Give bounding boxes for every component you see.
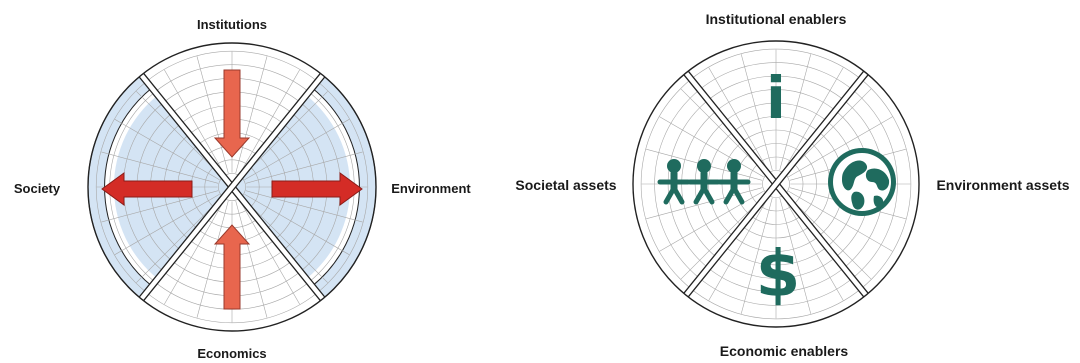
right-wheel-diagram: i $ Institutional enablers Economic enab… [515, 11, 1069, 359]
label-institutions: Institutions [197, 17, 267, 32]
left-sector-dividers [138, 72, 326, 302]
people-icon [657, 159, 751, 205]
label-economics: Economics [197, 346, 266, 361]
label-society: Society [14, 181, 61, 196]
svg-text:i: i [766, 64, 786, 132]
label-societal-assets: Societal assets [515, 177, 616, 193]
dollar-icon: $ [756, 238, 801, 312]
environment-arrow [271, 172, 363, 206]
person-figure [687, 159, 721, 205]
globe-icon [828, 148, 896, 216]
society-arrow [101, 172, 193, 206]
person-figure [717, 159, 751, 205]
economics-arrow [213, 224, 251, 310]
right-outer-circle [632, 40, 920, 328]
right-sector-dividers [683, 70, 869, 298]
info-icon: i [766, 64, 786, 132]
label-environment-assets: Environment assets [936, 177, 1069, 193]
left-outer-circle [87, 42, 377, 332]
label-institutional-enablers: Institutional enablers [706, 11, 847, 27]
institutions-arrow [213, 69, 251, 158]
label-economic-enablers: Economic enablers [720, 343, 849, 359]
left-wheel-diagram: Institutions Economics Society Environme… [14, 17, 472, 361]
person-figure [657, 159, 691, 205]
label-environment: Environment [391, 181, 471, 196]
svg-text:$: $ [756, 238, 801, 312]
